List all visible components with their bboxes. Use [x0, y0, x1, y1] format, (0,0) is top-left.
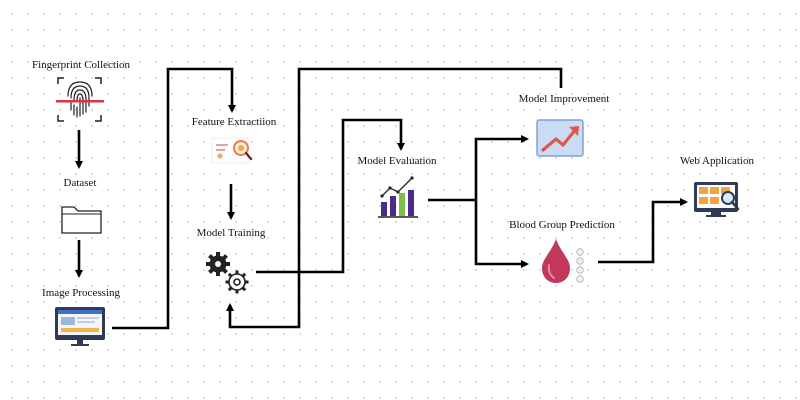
node-label-feature-extraction: Feature Extractiion — [191, 116, 277, 128]
node-label-dataset: Dataset — [63, 177, 97, 189]
gears-icon — [206, 252, 249, 294]
web-app-monitor-icon — [694, 182, 740, 217]
node-label-web-application: Web Application — [680, 155, 754, 167]
node-label-image-processing: Image Processing — [42, 287, 120, 299]
trend-up-icon — [536, 119, 584, 157]
edge-image-processing-to-feature-extraction — [112, 67, 236, 330]
node-label-model-training: Model Training — [196, 227, 266, 239]
fingerprint-icon — [56, 77, 104, 122]
node-label-fingerprint-collection: Fingerprint Collection — [31, 59, 131, 71]
node-label-model-evaluation: Model Evaluation — [357, 155, 437, 167]
edge-improvement-feedback-to-training — [226, 67, 563, 329]
blood-drop-icon — [542, 239, 584, 283]
monitor-icon — [55, 307, 105, 346]
bar-chart-icon — [378, 176, 418, 218]
folder-icon — [61, 206, 102, 234]
node-label-model-improvement: Model Improvement — [518, 93, 610, 105]
edge-training-to-evaluation — [256, 118, 405, 274]
edge-evaluation-to-prediction — [474, 200, 529, 268]
edge-prediction-to-web-application — [598, 198, 688, 264]
edge-evaluation-to-improvement — [474, 135, 529, 200]
document-magnifier-icon — [211, 137, 253, 164]
node-label-blood-group-prediction: Blood Group Prediction — [509, 219, 615, 231]
